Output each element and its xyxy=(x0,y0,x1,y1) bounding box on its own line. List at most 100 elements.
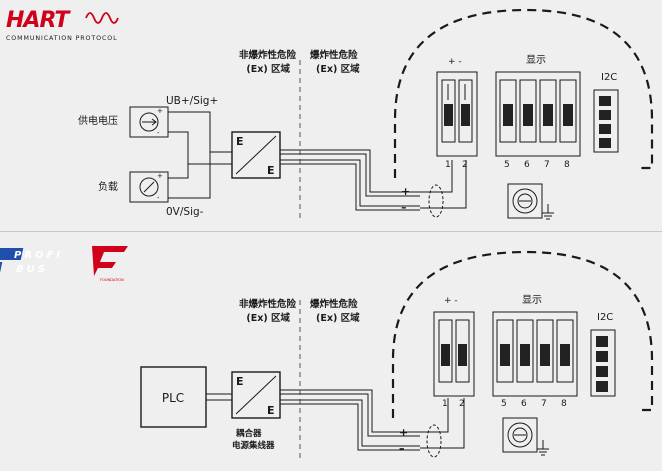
coupler-slash xyxy=(235,375,277,415)
wire-load-return xyxy=(168,152,211,199)
terminal-number: 1 xyxy=(445,160,451,170)
wire-out-plus-b-bottom xyxy=(280,393,420,437)
wire-out-minus-a xyxy=(280,159,420,207)
zone-non-ex-label-2-bottom: (Ex) 区域 xyxy=(246,312,290,324)
terminal-minus-sign: – xyxy=(401,201,407,214)
isolator-input-label: E xyxy=(236,135,244,148)
i2c-connector xyxy=(593,89,619,153)
enclosure-outline-bottom xyxy=(391,250,654,418)
plc-box xyxy=(140,366,207,428)
zone-ex-label-2: (Ex) 区域 xyxy=(316,63,360,75)
wire-load xyxy=(168,164,189,179)
display-terminal-block-bottom xyxy=(492,311,578,397)
wire-out-plus-a-bottom xyxy=(280,389,420,433)
profibus-line-1: PROFI xyxy=(14,250,63,261)
terminal-number: 6 xyxy=(521,399,527,409)
wire-out-plus-b xyxy=(280,153,420,197)
i2c-label: I2C xyxy=(601,72,617,83)
cable-gland-icon xyxy=(428,184,444,218)
coupler-input-label: E xyxy=(236,375,244,388)
terminal-block-12 xyxy=(436,71,478,157)
foundation-label: FOUNDATION xyxy=(100,278,124,282)
wire-to-terminal-1-bottom xyxy=(420,398,449,433)
power-source-icon xyxy=(139,112,159,132)
meter-icon xyxy=(139,177,159,197)
load-box xyxy=(129,171,169,203)
load-minus: - xyxy=(157,194,160,202)
display-label: 显示 xyxy=(526,54,546,66)
terminal-plus-sign-bottom: + xyxy=(399,426,408,439)
foundation-fieldbus-logo: FOUNDATION xyxy=(92,246,128,282)
terminal-number: 5 xyxy=(504,160,510,170)
power-supply-label: 供电电压 xyxy=(78,114,118,127)
display-clamps xyxy=(499,79,577,143)
bottom-panel xyxy=(0,232,662,471)
terminal-number: 2 xyxy=(459,399,465,409)
hart-logo-subtitle: COMMUNICATION PROTOCOL xyxy=(6,35,118,42)
coupler-caption-2: 电源集线器 xyxy=(232,440,275,451)
hart-logo: HART COMMUNICATION PROTOCOL xyxy=(6,8,119,42)
ground-terminal-box-bottom xyxy=(502,417,538,453)
ground-screw-icon xyxy=(512,188,538,214)
wire-out-plus-a xyxy=(280,149,420,193)
terminal-number: 8 xyxy=(561,399,567,409)
wire-to-terminal-2 xyxy=(420,160,467,209)
terminal-plus-sign: + xyxy=(401,185,410,198)
zone-ex-label-1-bottom: 爆炸性危险 xyxy=(310,298,358,310)
zone-non-ex-label-2: (Ex) 区域 xyxy=(246,63,290,75)
profibus-line-2: BUS xyxy=(16,264,48,275)
ground-terminal-box xyxy=(507,183,543,219)
plc-label: PLC xyxy=(162,391,184,405)
coupler-box xyxy=(231,371,281,419)
power-plus: + xyxy=(157,107,163,115)
terminal-number: 5 xyxy=(501,399,507,409)
supply-signal-label: UB+/Sig+ xyxy=(166,95,218,107)
isolator-output-label: E xyxy=(267,164,275,177)
coupler-output-label: E xyxy=(267,404,275,417)
terminal-number: 2 xyxy=(462,160,468,170)
zone-ex-label-1: 爆炸性危险 xyxy=(310,49,358,61)
zone-ex-label-2-bottom: (Ex) 区域 xyxy=(316,312,360,324)
terminal-block-12-bottom xyxy=(433,311,475,397)
terminal-number: 7 xyxy=(544,160,550,170)
isolator-box xyxy=(231,131,281,179)
hart-wave-icon xyxy=(85,12,119,24)
hart-logo-text: HART xyxy=(6,8,71,33)
ground-icon xyxy=(537,440,549,456)
wire-out-minus-a-bottom xyxy=(280,399,420,447)
power-minus: - xyxy=(157,129,160,137)
ground-screw-icon xyxy=(507,422,533,448)
load-label: 负载 xyxy=(98,180,118,193)
load-plus: + xyxy=(157,172,163,180)
display-label-bottom: 显示 xyxy=(522,294,542,306)
terminal-number: 8 xyxy=(564,160,570,170)
display-terminal-block xyxy=(495,71,581,157)
isolator-slash xyxy=(235,135,277,175)
cable-gland-icon xyxy=(426,424,442,458)
wire-out-minus-b-bottom xyxy=(280,403,420,451)
polarity-label: + - xyxy=(448,57,462,67)
coupler-caption-1: 耦合器 xyxy=(236,428,262,439)
profibus-logo: PROFI BUS xyxy=(0,248,63,275)
terminal-minus-sign-bottom: – xyxy=(399,442,405,455)
zone-non-ex-label-1-bottom: 非爆炸性危险 xyxy=(239,298,297,310)
ground-signal-label: 0V/Sig- xyxy=(166,206,204,218)
ground-icon xyxy=(542,204,554,220)
i2c-label-bottom: I2C xyxy=(597,312,613,323)
i2c-pins xyxy=(599,96,611,148)
wire-to-terminal-1 xyxy=(420,160,453,193)
i2c-connector-bottom xyxy=(590,329,616,397)
terminal-12-clamps xyxy=(441,79,473,143)
terminal-number: 1 xyxy=(442,399,448,409)
wire-out-minus-b xyxy=(280,163,420,211)
enclosure-outline xyxy=(393,8,654,178)
i2c-pins-bottom xyxy=(596,336,608,392)
terminal-number: 7 xyxy=(541,399,547,409)
terminal-12-clamps-bottom xyxy=(438,319,470,383)
polarity-label-bottom: + - xyxy=(444,296,458,306)
display-clamps-bottom xyxy=(496,319,574,383)
power-supply-box xyxy=(129,106,169,138)
wire-to-terminal-2-bottom xyxy=(420,398,465,449)
